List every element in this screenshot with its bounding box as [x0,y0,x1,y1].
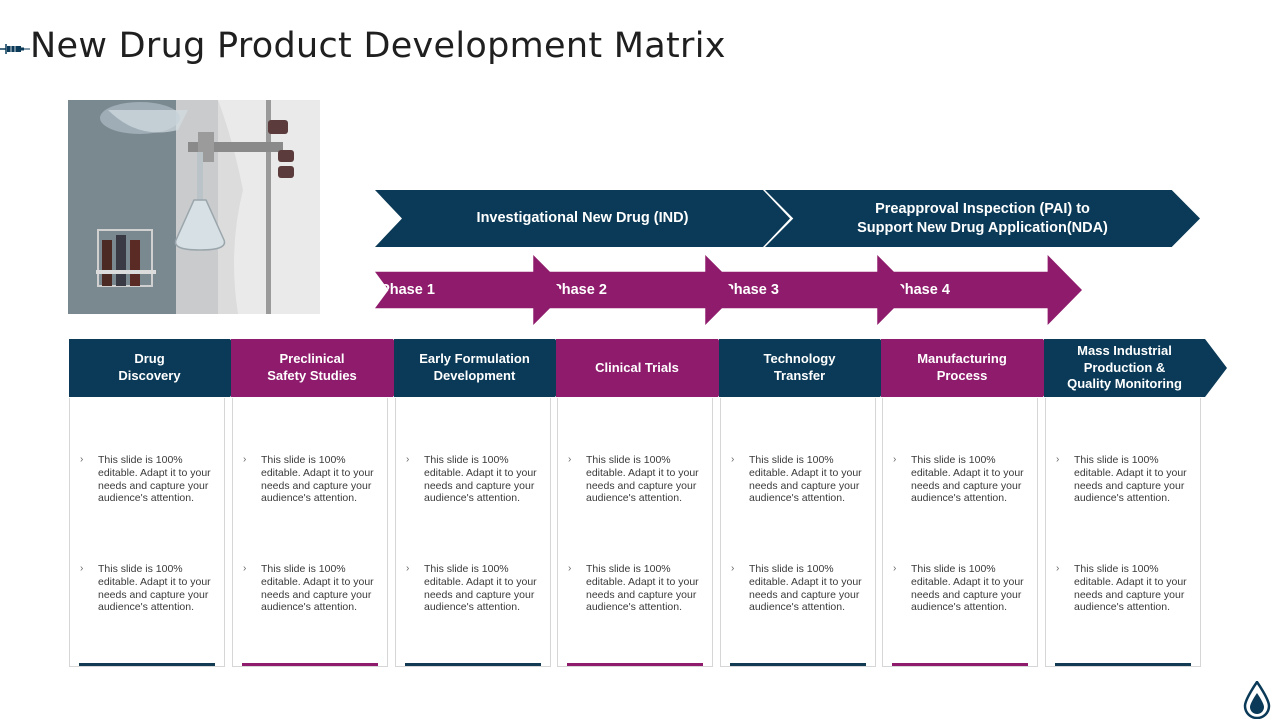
column-header-1: Drug Discovery [69,339,252,397]
column-header-7: Mass Industrial Production & Quality Mon… [1044,339,1227,397]
column-box-6: ›This slide is 100% editable. Adapt it t… [882,398,1038,667]
bullet-chevron-icon: › [893,563,897,574]
bullet-chevron-icon: › [1056,454,1060,465]
column-title-7: Mass Industrial Production & Quality Mon… [1067,342,1182,392]
column-accent-bar [79,663,215,666]
column-box-2: ›This slide is 100% editable. Adapt it t… [232,398,388,667]
column-accent-bar [242,663,378,666]
ind-arrow-label: Investigational New Drug (IND) [476,210,689,227]
bullet-item: ›This slide is 100% editable. Adapt it t… [80,454,211,505]
bullet-item: ›This slide is 100% editable. Adapt it t… [80,563,211,614]
pai-arrow: Preapproval Inspection (PAI) to Support … [765,190,1200,247]
phase-arrow-1: Phase 1 [375,255,568,325]
bullet-item: ›This slide is 100% editable. Adapt it t… [243,563,374,614]
bullet-chevron-icon: › [568,454,572,465]
bullet-chevron-icon: › [80,454,84,465]
column-title-6: Manufacturing Process [917,351,1007,383]
column-box-5: ›This slide is 100% editable. Adapt it t… [720,398,876,667]
column-header-2: Preclinical Safety Studies [231,339,415,397]
column-box-3: ›This slide is 100% editable. Adapt it t… [395,398,551,667]
bullet-item: ›This slide is 100% editable. Adapt it t… [893,454,1024,505]
bullet-item: ›This slide is 100% editable. Adapt it t… [731,454,862,505]
phase-label-2: Phase 2 [552,281,607,298]
column-accent-bar [730,663,866,666]
bullet-item: ›This slide is 100% editable. Adapt it t… [1056,454,1187,505]
column-header-4: Clinical Trials [556,339,740,397]
syringe-icon [0,44,30,54]
page-title: New Drug Product Development Matrix [30,26,726,66]
column-title-3: Early Formulation Development [419,351,530,383]
bullet-chevron-icon: › [893,454,897,465]
bullet-chevron-icon: › [243,454,247,465]
bullet-chevron-icon: › [243,563,247,574]
bullet-item: ›This slide is 100% editable. Adapt it t… [731,563,862,614]
column-header-6: Manufacturing Process [881,339,1065,397]
column-header-3: Early Formulation Development [394,339,577,397]
column-accent-bar [1055,663,1191,666]
phase-label-3: Phase 3 [724,281,779,298]
column-title-1: Drug Discovery [118,351,181,383]
phase-label-1: Phase 1 [380,281,435,298]
bullet-item: ›This slide is 100% editable. Adapt it t… [406,563,537,614]
lab-photo [68,100,320,314]
phase-label-4: Phase 4 [895,281,950,298]
column-accent-bar [567,663,703,666]
column-box-7: ›This slide is 100% editable. Adapt it t… [1045,398,1201,667]
bullet-chevron-icon: › [731,563,735,574]
bullet-item: ›This slide is 100% editable. Adapt it t… [568,563,699,614]
column-box-4: ›This slide is 100% editable. Adapt it t… [557,398,713,667]
column-box-1: ›This slide is 100% editable. Adapt it t… [69,398,225,667]
column-title-2: Preclinical Safety Studies [267,351,357,383]
bullet-chevron-icon: › [568,563,572,574]
column-title-4: Clinical Trials [595,359,679,375]
bullet-item: ›This slide is 100% editable. Adapt it t… [1056,563,1187,614]
column-title-5: Technology Transfer [763,351,836,383]
column-accent-bar [892,663,1028,666]
ind-arrow: Investigational New Drug (IND) [375,190,790,247]
phase-arrow-3: Phase 3 [719,255,912,325]
bullet-item: ›This slide is 100% editable. Adapt it t… [243,454,374,505]
bullet-item: ›This slide is 100% editable. Adapt it t… [568,454,699,505]
phase-arrow-4: Phase 4 [891,255,1082,325]
bullet-item: ›This slide is 100% editable. Adapt it t… [406,454,537,505]
column-accent-bar [405,663,541,666]
column-header-5: Technology Transfer [719,339,902,397]
bullet-chevron-icon: › [80,563,84,574]
bullet-chevron-icon: › [1056,563,1060,574]
bullet-chevron-icon: › [406,454,410,465]
phase-arrow-2: Phase 2 [547,255,740,325]
pai-arrow-label: Preapproval Inspection (PAI) to Support … [857,200,1108,236]
bullet-item: ›This slide is 100% editable. Adapt it t… [893,563,1024,614]
bullet-chevron-icon: › [406,563,410,574]
bullet-chevron-icon: › [731,454,735,465]
drop-icon [1243,681,1271,719]
